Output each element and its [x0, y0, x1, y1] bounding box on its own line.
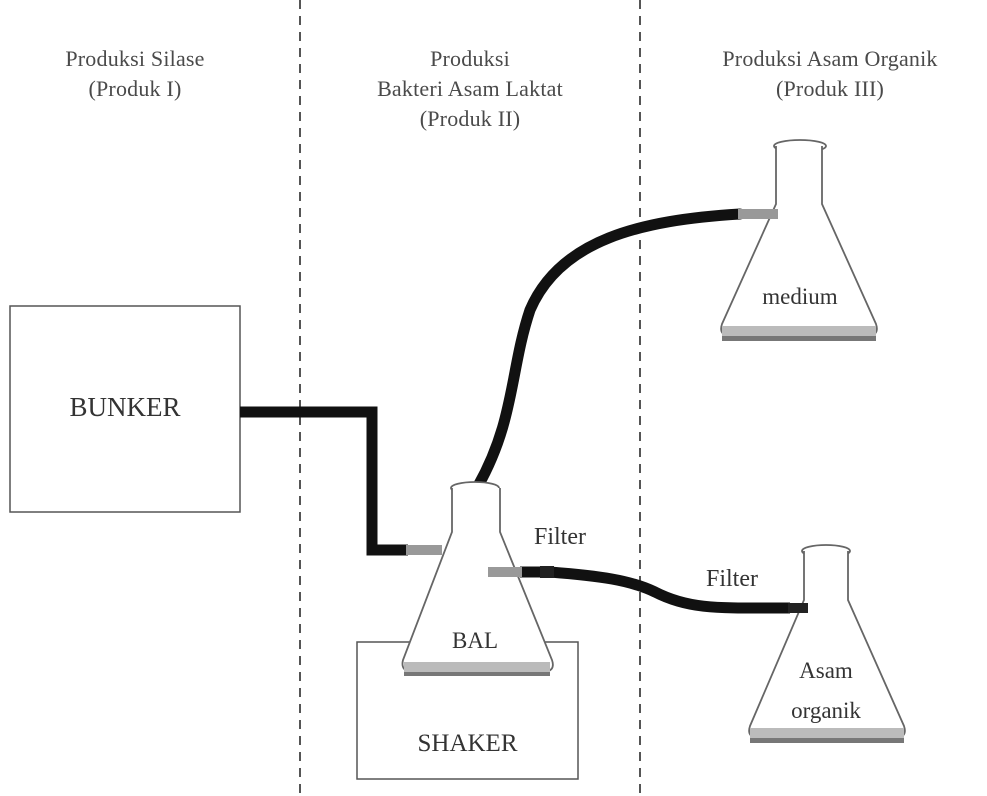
- bunker-box: [9, 305, 241, 513]
- section-1-title: Produksi Silase: [65, 46, 205, 71]
- section-header-3: Produksi Asam Organik (Produk III): [680, 44, 980, 104]
- bunker-label: BUNKER: [69, 392, 181, 422]
- connector-bal-inlet: [406, 545, 442, 555]
- flask-medium-label: medium: [762, 284, 838, 309]
- filter-2-label: Filter: [706, 566, 758, 592]
- tube-bal-to-medium: [472, 208, 746, 492]
- filter-1-label: Filter: [534, 524, 586, 550]
- section-3-subtitle: (Produk III): [775, 76, 885, 101]
- section-3-title: Produksi Asam Organik: [722, 46, 938, 71]
- section-2-title-line1: Produksi: [430, 46, 510, 71]
- flask-bal: [401, 481, 554, 676]
- flask-bal-label: BAL: [452, 628, 498, 653]
- tube-bal-to-product: [520, 566, 791, 614]
- flask-product-label-line2: organik: [791, 698, 861, 723]
- section-2-subtitle: (Produk II): [419, 106, 521, 131]
- flask-product: [748, 544, 906, 743]
- flask-medium: [720, 139, 878, 341]
- connector-product-inlet: [788, 603, 808, 613]
- shaker-label: SHAKER: [417, 730, 518, 757]
- section-header-1: Produksi Silase (Produk I): [20, 44, 250, 104]
- section-2-title-line2: Bakteri Asam Laktat: [377, 76, 563, 101]
- connector-bal-outlet: [488, 567, 522, 577]
- flask-product-label-line1: Asam: [799, 658, 853, 683]
- section-1-subtitle: (Produk I): [88, 76, 182, 101]
- connector-medium-inlet: [738, 209, 778, 219]
- tube-bunker-to-bal: [240, 406, 408, 556]
- filter-1-element: [540, 566, 554, 578]
- section-header-2: Produksi Bakteri Asam Laktat (Produk II): [320, 44, 620, 134]
